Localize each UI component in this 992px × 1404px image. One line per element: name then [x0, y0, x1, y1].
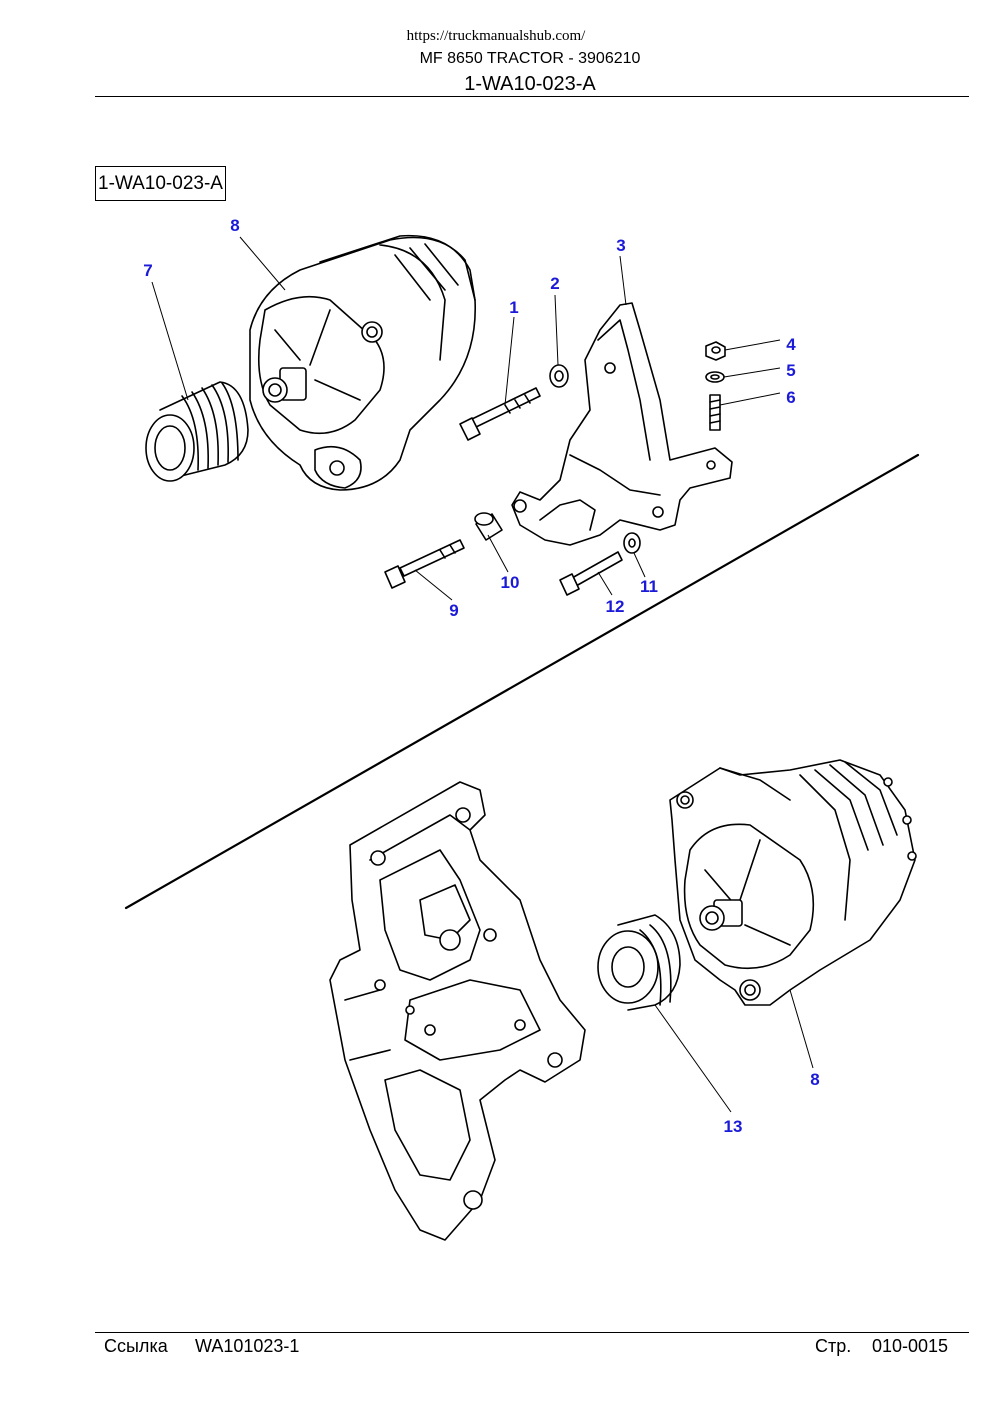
diagram-id-box: 1-WA10-023-A — [95, 166, 226, 201]
callout-7: 7 — [143, 261, 152, 280]
callout-3: 3 — [616, 236, 625, 255]
bolt-1-drawing — [459, 387, 541, 441]
callout-9: 9 — [449, 601, 458, 620]
callout-12: 12 — [606, 597, 625, 616]
page-number: 010-0015 — [872, 1336, 949, 1356]
alternator-upper-drawing — [249, 234, 477, 491]
washer-5-drawing — [705, 371, 725, 383]
bolt-12-drawing — [559, 551, 623, 596]
section-divider-line — [124, 453, 920, 910]
washer-2-drawing — [549, 364, 569, 388]
source-url: https://truckmanualshub.com/ — [406, 28, 586, 44]
callout-13: 13 — [724, 1117, 743, 1136]
callout-2: 2 — [550, 274, 559, 293]
section-code: 1-WA10-023-A — [464, 73, 596, 95]
document-title: MF 8650 TRACTOR - 3906210 — [419, 50, 641, 67]
reference-label: Ссылка — [104, 1336, 168, 1356]
callout-8-lower: 8 — [810, 1070, 819, 1089]
callout-11: 11 — [640, 577, 658, 596]
footer-divider — [95, 1332, 969, 1333]
pulley-upper-drawing — [145, 381, 249, 482]
callout-5: 5 — [786, 361, 795, 380]
callout-10: 10 — [501, 573, 520, 592]
alternator-lower-drawing — [669, 759, 917, 1006]
header-divider — [95, 96, 969, 97]
page-label: Стр. — [815, 1336, 852, 1356]
bolt-9-drawing — [384, 539, 465, 589]
reference-value: WA101023-1 — [195, 1336, 300, 1356]
leader-lines — [151, 236, 814, 1113]
callout-6: 6 — [786, 388, 795, 407]
pulley-lower-drawing — [597, 914, 681, 1011]
nut-4-drawing — [705, 341, 726, 361]
callout-4: 4 — [786, 335, 796, 354]
bracket-lower-drawing — [329, 781, 586, 1241]
washer-11-drawing — [623, 532, 641, 554]
callout-8-upper: 8 — [230, 216, 239, 235]
callout-1: 1 — [509, 298, 518, 317]
sleeve-10-drawing — [474, 512, 503, 541]
bracket-upper-drawing — [511, 302, 733, 546]
